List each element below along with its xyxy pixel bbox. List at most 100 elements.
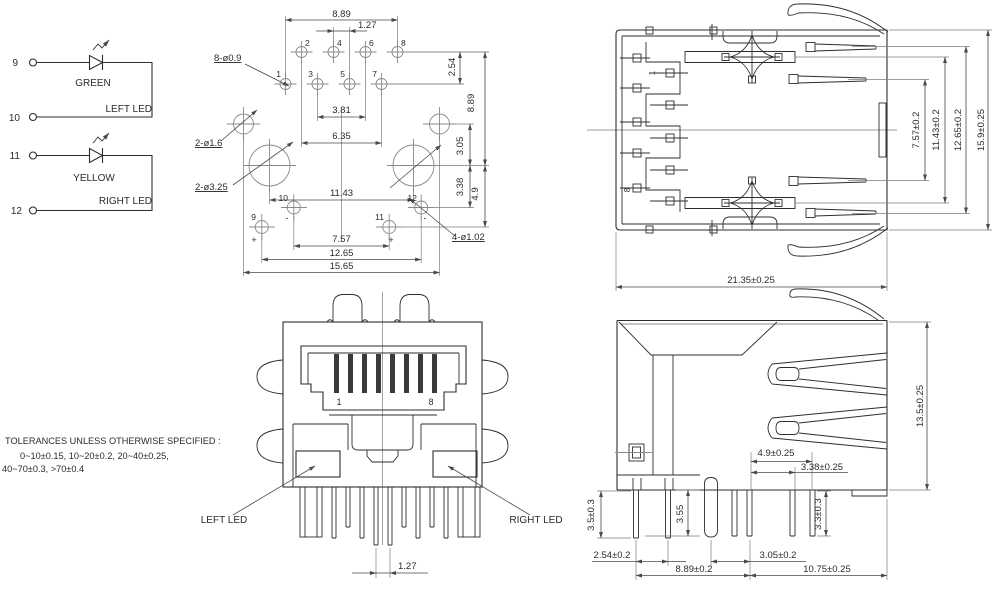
ground-finger-side	[789, 288, 885, 321]
shield-flange	[878, 102, 887, 158]
led-schematic	[28, 39, 153, 215]
sv-dim-889: 8.89±0.2	[676, 564, 713, 575]
port-funnel	[617, 321, 778, 476]
front-view	[232, 292, 531, 578]
fp-hole-6: 6	[369, 38, 374, 48]
led-pin-12: 12	[11, 206, 23, 217]
top-tabs	[326, 294, 436, 323]
tv-dim-1143: 11.43±0.2	[931, 109, 942, 151]
ground-finger-top	[787, 3, 889, 35]
fp-hole-7: 7	[372, 69, 377, 79]
fp-dim-635: 6.35	[332, 131, 351, 142]
ground-finger-bottom	[787, 225, 889, 257]
fp-pol-12: -	[424, 213, 427, 223]
sv-dim-135: 13.5±0.25	[915, 385, 926, 427]
sv-dim-1075: 10.75±0.25	[803, 564, 850, 575]
front-body	[282, 321, 483, 488]
fp-dim-338: 3.38	[455, 178, 466, 197]
green-led-arrow	[92, 39, 110, 51]
fp-dim-1565: 15.65	[330, 261, 354, 272]
tolerance-line-2: 0~10±0.15, 10~20±0.2, 20~40±0.25,	[20, 451, 169, 461]
side-pins	[633, 490, 816, 539]
fp-hole-4: 4	[337, 38, 342, 48]
top-view	[587, 3, 992, 291]
left-led-window	[295, 450, 341, 478]
fp-hole-10: 10	[279, 193, 289, 203]
shield-body	[615, 29, 888, 231]
fp-callout-2-holes: 2-ø1.6	[195, 138, 222, 149]
yellow-led-label: YELLOW	[73, 173, 115, 184]
fp-pol-9: +	[251, 235, 256, 245]
led-pin-9: 9	[12, 58, 18, 69]
tv-dim-757: 7.57±0.2	[911, 112, 922, 149]
fp-dim-49: 4.9	[470, 187, 481, 200]
yellow-led-wires	[36, 154, 153, 212]
spring-finger-lower	[767, 406, 888, 450]
fp-hole-3: 3	[308, 69, 313, 79]
left-led-label: LEFT LED	[106, 104, 153, 115]
fp-hole-12: 12	[408, 193, 418, 203]
rear-pins	[788, 42, 877, 218]
fp-dim-757: 7.57	[332, 234, 351, 245]
fp-pol-11: +	[388, 235, 393, 245]
tv-pin8-mark: 8	[623, 187, 632, 192]
green-led-label: GREEN	[75, 78, 111, 89]
latch-tongue	[351, 415, 414, 463]
yellow-led-arrow	[92, 132, 110, 144]
cross-post-bottom	[721, 176, 783, 229]
port-contacts	[334, 354, 437, 393]
yellow-led-diode	[88, 147, 104, 164]
sv-dim-355: 3.55	[675, 505, 686, 524]
sv-dim-33: 3.3±0.3	[813, 498, 824, 530]
mounting-holes	[227, 107, 456, 192]
solder-pins	[331, 487, 449, 546]
locator-post	[704, 477, 718, 538]
spring-finger-upper	[767, 352, 888, 396]
sv-dim-254: 2.54±0.2	[594, 550, 631, 561]
led-pin-11: 11	[10, 151, 21, 162]
tv-pin1-mark: 1	[648, 70, 657, 75]
cross-post-top	[721, 31, 783, 84]
fp-dim-1143: 11.43	[330, 188, 353, 199]
fp-callout-2-big-holes: 2-ø3.25	[195, 182, 228, 193]
fp-hole-5: 5	[340, 69, 345, 79]
side-body	[616, 319, 888, 491]
tv-dim-159: 15.9±0.25	[976, 109, 987, 151]
top-notch	[722, 31, 778, 44]
pcb-footprint	[220, 16, 489, 276]
fp-dim-127: 1.27	[358, 20, 377, 31]
tv-dim-2135: 21.35±0.25	[727, 275, 774, 286]
fp-dim-381: 3.81	[332, 105, 351, 116]
fp-hole-2: 2	[305, 38, 310, 48]
sv-dim-305: 3.05±0.2	[760, 550, 797, 561]
tv-dim-1265: 12.65±0.2	[953, 109, 964, 151]
contact-pads	[620, 53, 688, 206]
fp-callout-8-holes: 8-ø0.9	[214, 53, 241, 64]
side-view	[592, 288, 931, 580]
fv-contact-1: 1	[336, 397, 341, 407]
fp-pol-10: -	[286, 213, 289, 223]
green-led-diode	[88, 54, 104, 71]
sv-dim-49: 4.9±0.25	[758, 448, 795, 459]
fp-dim-889-right: 8.89	[466, 94, 477, 113]
side-wings	[256, 359, 509, 464]
contact-comb	[645, 42, 681, 212]
fp-dim-889-top: 8.89	[332, 9, 351, 20]
sv-dim-35: 3.5±0.3	[586, 499, 597, 531]
right-led-label: RIGHT LED	[99, 196, 152, 207]
fp-hole-11: 11	[375, 212, 384, 222]
tolerance-line-1: TOLERANCES UNLESS OTHERWISE SPECIFIED :	[5, 436, 221, 446]
sv-dim-338: 3.38±0.25	[801, 462, 843, 473]
fv-left-led-callout: LEFT LED	[201, 515, 248, 526]
fp-dim-254: 2.54	[447, 58, 458, 77]
green-led-wires	[36, 61, 153, 118]
fv-right-led-callout: RIGHT LED	[509, 515, 562, 526]
right-led-window	[432, 450, 478, 478]
rj45-port	[300, 345, 467, 411]
fv-dim-127: 1.27	[398, 561, 417, 572]
shield-legs	[299, 486, 481, 538]
tolerance-line-3: 40~70±0.3, >70±0.4	[2, 464, 84, 474]
fp-callout-4-holes: 4-ø1.02	[452, 232, 485, 243]
